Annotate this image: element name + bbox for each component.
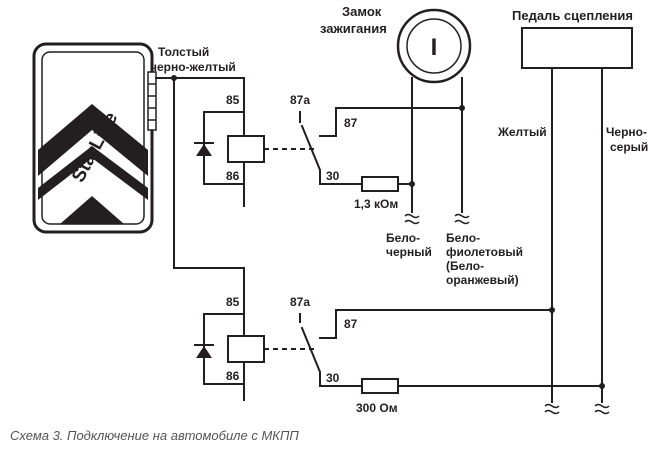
clutch-pedal-switch (521, 27, 633, 69)
relay-1-diode (194, 142, 214, 156)
ignition-lock-label-line2: зажигания (320, 21, 387, 36)
resistor-2 (361, 378, 399, 394)
relay-2: 85 86 87a 87 30 300 Ом (194, 267, 605, 415)
relay-1-pin-86: 86 (226, 169, 240, 183)
relay-1-pin-87: 87 (344, 116, 358, 130)
diagram-caption: Схема 3. Подключение на автомобиле с МКП… (10, 428, 299, 443)
relay-2-pin-87: 87 (344, 317, 358, 331)
relay-1: 85 86 87a 87 30 1,3 кОм (194, 77, 463, 211)
white-violet-label-line1: Бело- (446, 231, 480, 245)
junction-dot (171, 75, 177, 81)
yellow-wire-label: Желтый (497, 125, 547, 139)
white-violet-label-line3: (Бело- (446, 259, 484, 273)
ignition-lock: I (396, 8, 472, 84)
resistor-2-label: 300 Ом (356, 401, 398, 415)
clutch-pedal-label: Педаль сцепления (512, 8, 633, 23)
relay-1-coil (227, 135, 265, 163)
relay-2-pin-30: 30 (326, 371, 340, 385)
resistor-1 (361, 176, 399, 192)
black-yellow-wire (155, 77, 245, 269)
relay-2-pin-86: 86 (226, 369, 240, 383)
black-gray-label-line1: Черно- (606, 125, 647, 139)
white-black-label-line1: Бело- (386, 231, 420, 245)
black-gray-label-line2: серый (610, 140, 648, 154)
white-black-label-line2: черный (386, 245, 432, 259)
wire-label-line2: черно-желтый (150, 60, 236, 74)
resistor-1-label: 1,3 кОм (354, 197, 398, 211)
white-violet-label-line2: фиолетовый (446, 245, 523, 259)
relay-1-pin-30: 30 (326, 169, 340, 183)
white-violet-label-line4: оранжевый) (446, 273, 519, 287)
relay-1-pin-87a: 87a (290, 93, 310, 107)
relay-2-pin-85: 85 (226, 295, 240, 309)
relay-2-pin-87a: 87a (290, 295, 310, 309)
unit-connector (147, 71, 157, 131)
relay-2-diode (194, 344, 214, 358)
ignition-lock-label-line1: Замок (342, 4, 382, 19)
relay-1-pin-85: 85 (226, 93, 240, 107)
ignition-key-symbol: I (431, 34, 438, 61)
relay-2-coil (227, 335, 265, 363)
wire-label-line1: Толстый (158, 45, 209, 59)
starline-alarm-unit: StarLine (32, 42, 157, 234)
